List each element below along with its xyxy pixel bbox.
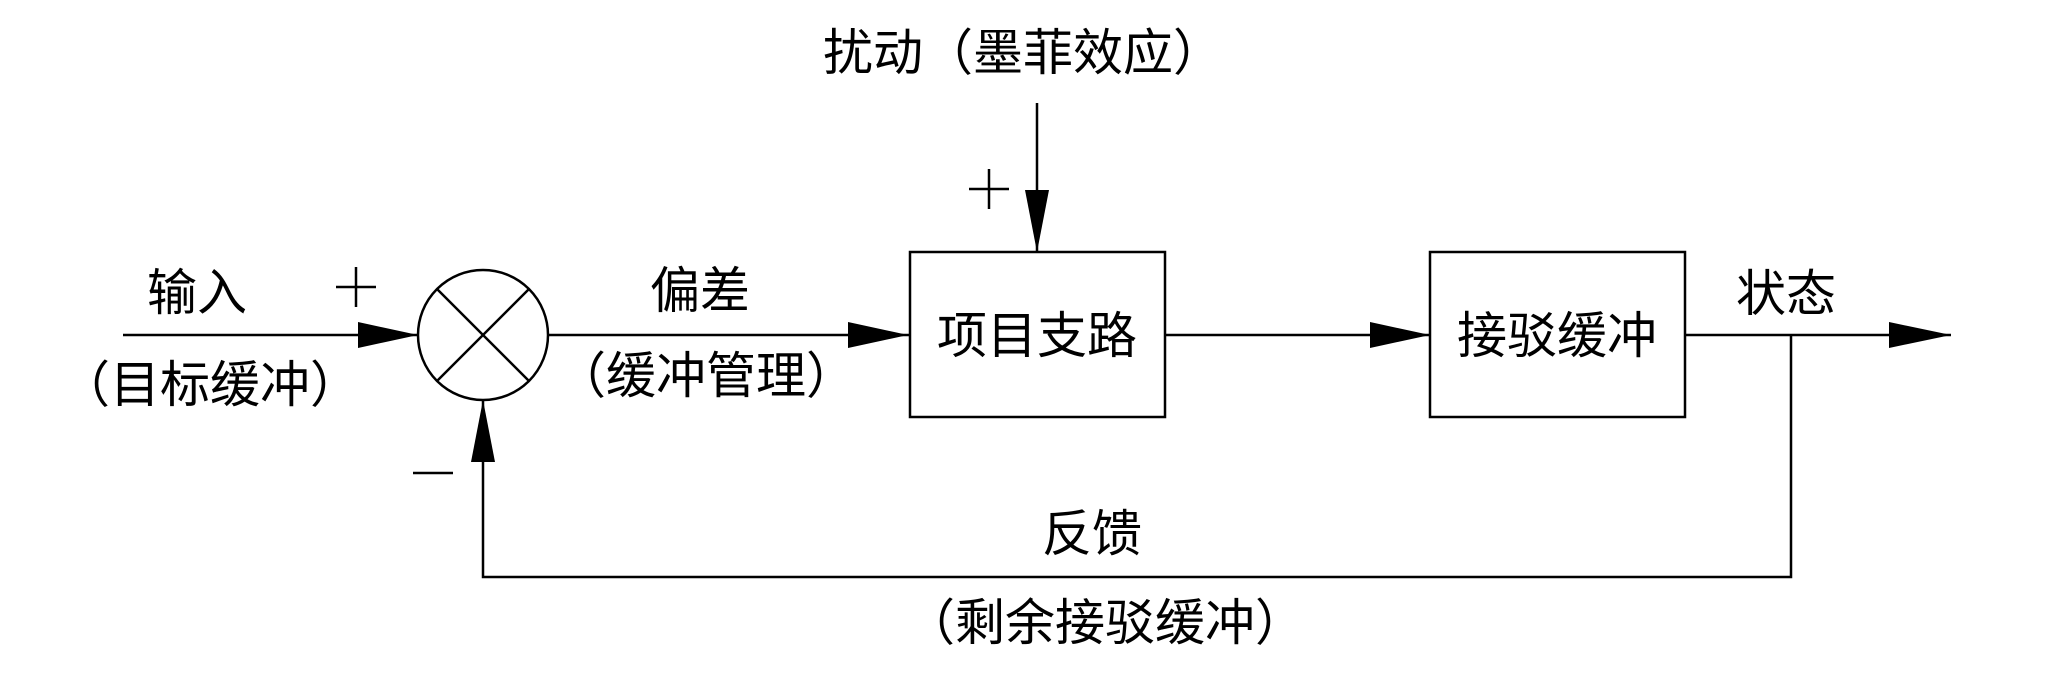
feedback-sublabel: （剩余接驳缓冲） bbox=[905, 594, 1305, 652]
output-label: 状态 bbox=[1736, 265, 1836, 323]
output-arrowhead bbox=[1889, 322, 1951, 348]
feedback-arrowhead bbox=[471, 400, 495, 462]
block-project-branch-label: 项目支路 bbox=[937, 307, 1137, 365]
summing-junction bbox=[416, 268, 550, 402]
error-label: 偏差 bbox=[650, 262, 750, 320]
disturbance-label: 扰动（墨菲效应） bbox=[823, 24, 1223, 82]
feedback-line bbox=[481, 335, 1793, 579]
connector-arrowhead bbox=[1370, 322, 1430, 348]
error-arrowhead bbox=[848, 322, 908, 348]
input-arrowhead bbox=[358, 322, 418, 348]
input-sublabel: （目标缓冲） bbox=[60, 356, 360, 414]
feedback-label: 反馈 bbox=[1042, 505, 1142, 563]
input-plus-sign bbox=[336, 267, 376, 307]
error-sublabel: （缓冲管理） bbox=[556, 347, 856, 405]
input-label: 输入 bbox=[147, 264, 247, 322]
block-feeding-buffer-label: 接驳缓冲 bbox=[1457, 307, 1657, 365]
disturbance-arrowhead bbox=[1025, 190, 1049, 252]
disturbance-plus-sign bbox=[969, 169, 1009, 209]
